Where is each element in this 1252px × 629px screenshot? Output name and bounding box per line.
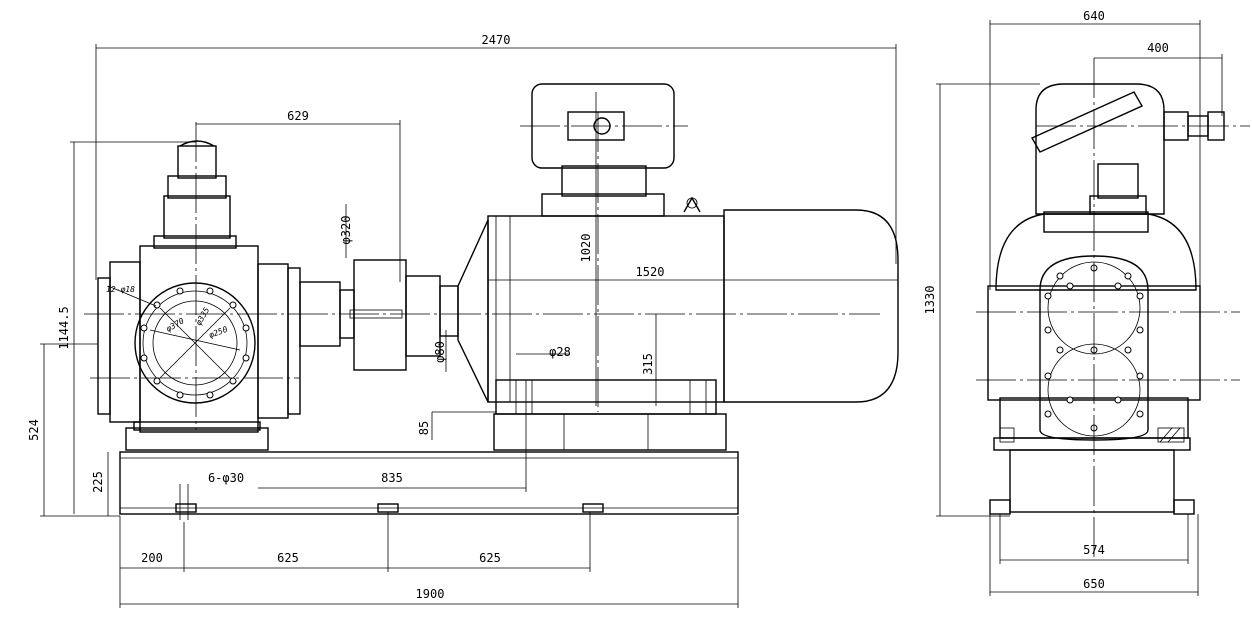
flange-bolt (206, 287, 214, 295)
dim-side-width: 640 (1083, 9, 1105, 23)
dim-base-to-motor-foot: 85 (417, 421, 431, 435)
flange-bolt (242, 324, 250, 332)
dim-shaft-dia: φ80 (433, 341, 447, 363)
flange-bolt (229, 377, 237, 385)
dim-coupling-dia: φ320 (339, 216, 353, 245)
side-base (989, 437, 1195, 515)
casing-bolt (1066, 396, 1074, 404)
inlet-flange (107, 282, 256, 404)
casing-bolt (1124, 272, 1132, 280)
dim-terminal-offset: 400 (1147, 41, 1169, 55)
casing-bolt (1124, 346, 1132, 354)
side-dimension-lines (936, 20, 1223, 596)
casing-bolt (1114, 396, 1122, 404)
dim-shaft-height-motor: 315 (641, 353, 655, 375)
side-top (1031, 83, 1225, 233)
flange-bolt (153, 377, 161, 385)
front-dimension-lines (40, 44, 898, 608)
dim-base-width: 650 (1083, 577, 1105, 591)
dim-bolt-span-b: 625 (277, 551, 299, 565)
flange-bolt (206, 391, 214, 399)
flange-bolt (140, 354, 148, 362)
casing-bolt (1136, 292, 1144, 300)
casing-bolt (1044, 372, 1052, 380)
casing-bolt (1056, 272, 1064, 280)
dim-side-total-height: 1330 (923, 286, 937, 315)
flange-bolt (229, 301, 237, 309)
dim-base-height: 225 (91, 471, 105, 493)
dim-flange-d2: φ335 (194, 306, 212, 327)
dim-total-height: 1144.5 (57, 306, 71, 349)
flange-bolt (176, 287, 184, 295)
flange-bolt (140, 324, 148, 332)
dim-shaft-height-total: 524 (27, 419, 41, 441)
base-frame (119, 451, 739, 515)
dim-flange-bolts: 12-φ18 (106, 285, 135, 294)
casing-bolt (1044, 292, 1052, 300)
flange-bolt (176, 391, 184, 399)
motor (457, 83, 899, 451)
flange-bolt (153, 301, 161, 309)
dim-base-bolts: 6-φ30 (208, 471, 244, 485)
casing-bolt (1044, 410, 1052, 418)
pump-body (97, 140, 341, 433)
dim-motor-bolt: φ28 (549, 345, 571, 359)
side-centerlines (976, 58, 1250, 560)
front-view: 2470 629 1520 1020 315 85 835 6-φ30 φ28 … (27, 33, 899, 608)
casing-bolt (1114, 282, 1122, 290)
casing-bolt (1136, 326, 1144, 334)
dim-overall-length: 2470 (482, 33, 511, 47)
dim-pump-to-coupling: 629 (287, 109, 309, 123)
casing-bolt (1136, 372, 1144, 380)
casing-bolt (1044, 326, 1052, 334)
casing-bolt (1136, 410, 1144, 418)
casing-bolt (1066, 282, 1074, 290)
dim-pump-to-motor-foot: 835 (381, 471, 403, 485)
dim-foot-span: 574 (1083, 543, 1105, 557)
side-view: 640 400 1330 574 650 (923, 9, 1250, 596)
dim-bolt-span-a: 200 (141, 551, 163, 565)
pump-foot (125, 421, 269, 451)
dim-base-length: 1900 (416, 587, 445, 601)
front-centerlines (84, 112, 880, 430)
dim-motor-height: 1020 (579, 234, 593, 263)
dim-bolt-span-c: 625 (479, 551, 501, 565)
flange-bolt (242, 354, 250, 362)
dim-motor-length: 1520 (636, 265, 665, 279)
casing-bolt (1056, 346, 1064, 354)
